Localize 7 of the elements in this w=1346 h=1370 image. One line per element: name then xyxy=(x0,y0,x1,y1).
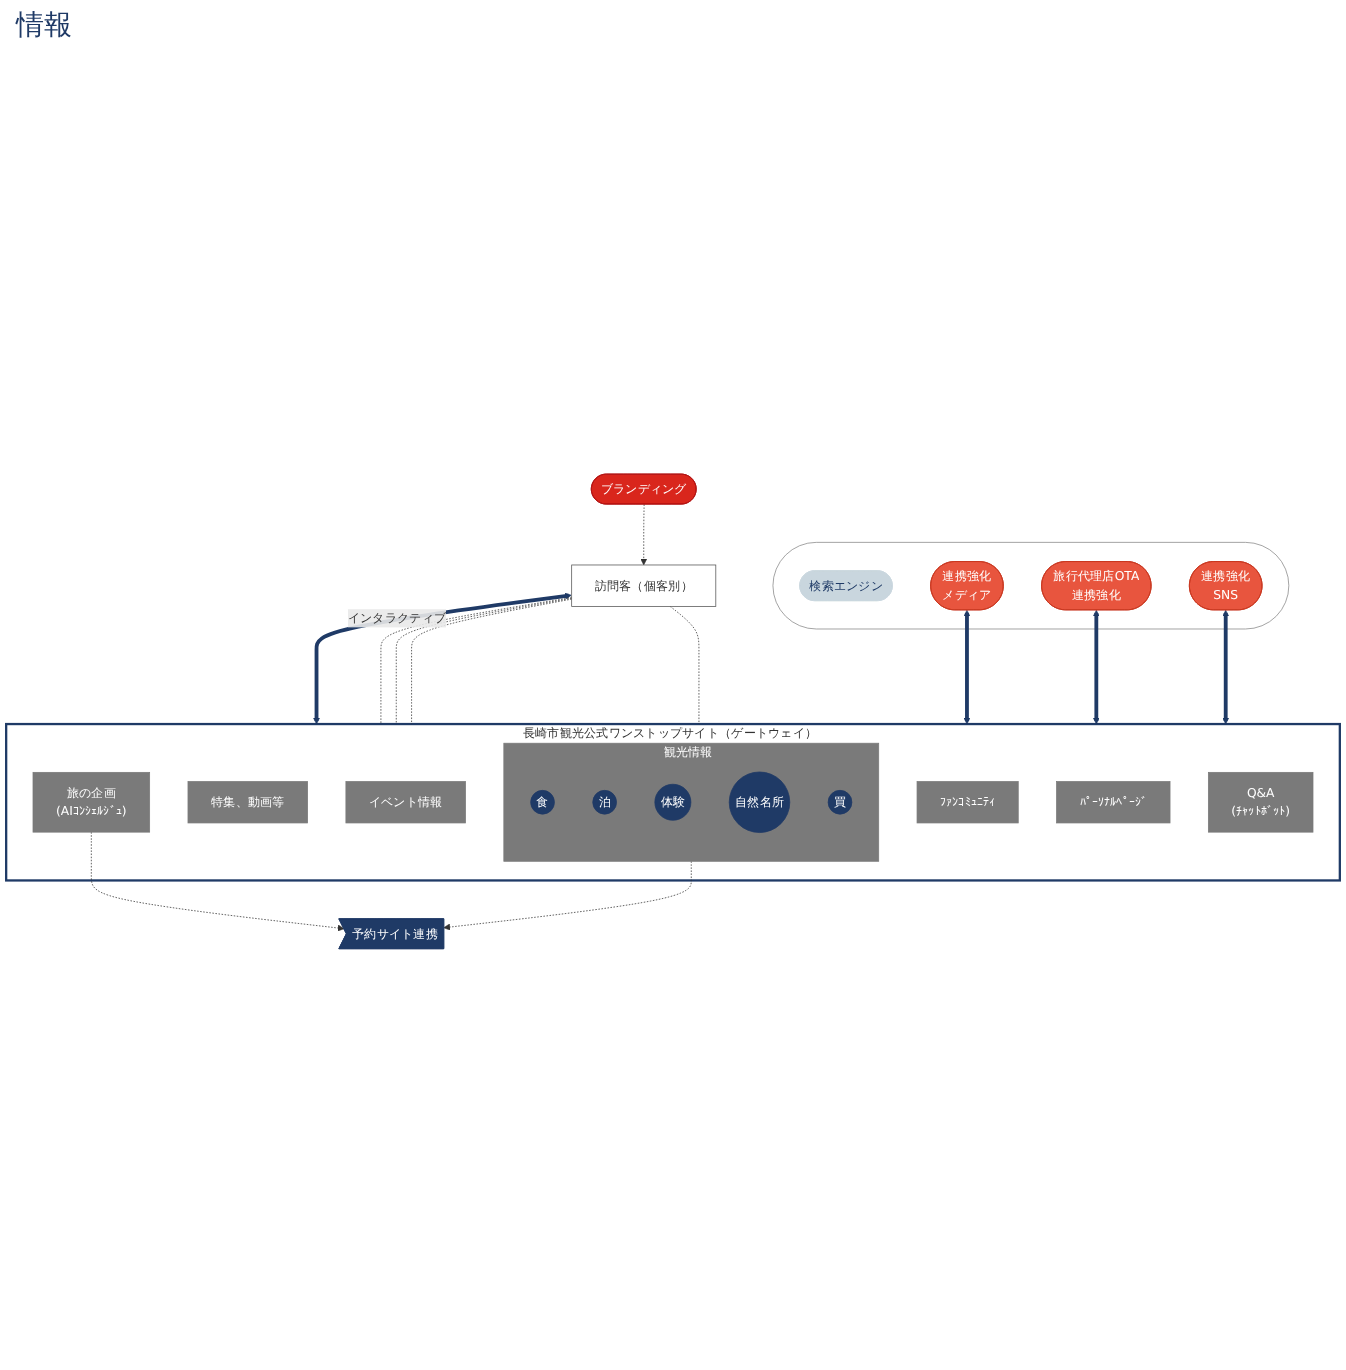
note-text: 情報 xyxy=(16,10,72,42)
cluster xyxy=(772,541,1290,629)
connector xyxy=(669,605,700,725)
arrow xyxy=(1222,609,1230,724)
arrow xyxy=(1092,609,1100,724)
arrow xyxy=(313,592,572,724)
arrow xyxy=(963,609,971,724)
